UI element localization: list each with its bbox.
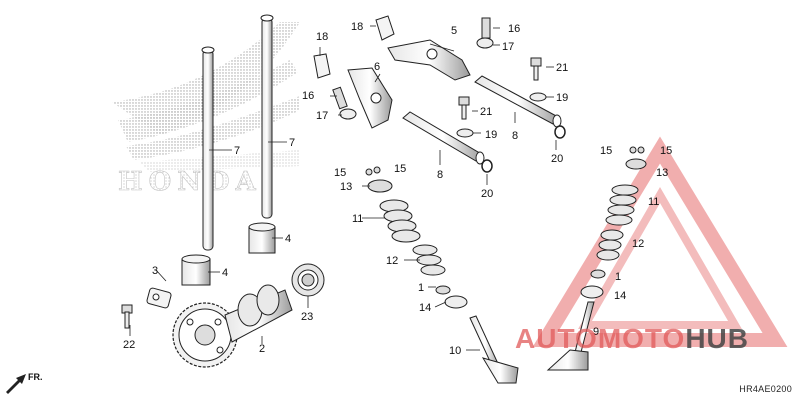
leader-lines bbox=[129, 25, 557, 351]
adjust-screw-upper bbox=[481, 17, 491, 39]
plate-18-lower bbox=[313, 53, 331, 79]
valve-spring-assembly-left bbox=[365, 166, 468, 309]
callout-9: 9 bbox=[593, 326, 599, 338]
callout-labels: 1 1 2 3 4 4 5 6 7 7 8 8 9 10 11 11 12 12… bbox=[123, 21, 672, 357]
callout-18: 18 bbox=[351, 21, 363, 33]
callout-3: 3 bbox=[152, 265, 158, 277]
callout-8: 8 bbox=[512, 130, 518, 142]
automotohub-wordmark: AUTOMOTOHUB bbox=[515, 323, 749, 354]
bolt-21-upper bbox=[530, 57, 542, 81]
callout-10: 10 bbox=[449, 345, 461, 357]
push-rod-right bbox=[260, 14, 274, 219]
callout-13: 13 bbox=[340, 181, 352, 193]
callout-15: 15 bbox=[334, 167, 346, 179]
cam-bracket bbox=[146, 287, 172, 309]
rocker-shaft-upper bbox=[474, 75, 562, 128]
callout-19: 19 bbox=[556, 92, 568, 104]
callout-1: 1 bbox=[418, 282, 424, 294]
lock-nut-lower bbox=[339, 108, 357, 120]
valve-lifter-lower bbox=[181, 254, 211, 286]
callout-17: 17 bbox=[502, 41, 514, 53]
callout-23: 23 bbox=[301, 311, 313, 323]
callout-20: 20 bbox=[481, 188, 493, 200]
callout-12: 12 bbox=[386, 255, 398, 267]
lock-nut-upper bbox=[476, 37, 494, 49]
callout-15: 15 bbox=[394, 163, 406, 175]
callout-18: 18 bbox=[316, 31, 328, 43]
valve-intake bbox=[469, 315, 519, 384]
callout-6: 6 bbox=[374, 61, 380, 73]
callout-4: 4 bbox=[222, 267, 228, 279]
callout-17: 17 bbox=[316, 110, 328, 122]
callout-1: 1 bbox=[615, 271, 621, 283]
camshaft-bearing bbox=[291, 263, 325, 297]
callout-12: 12 bbox=[632, 238, 644, 250]
washer-upper bbox=[529, 92, 547, 102]
callout-8: 8 bbox=[437, 169, 443, 181]
callout-13: 13 bbox=[656, 167, 668, 179]
callout-14: 14 bbox=[614, 290, 626, 302]
camshaft-body bbox=[224, 284, 293, 343]
callout-15: 15 bbox=[600, 145, 612, 157]
callout-21: 21 bbox=[480, 106, 492, 118]
washer-lower bbox=[456, 128, 474, 138]
bolt-21-lower bbox=[458, 96, 470, 120]
rocker-arm-intake bbox=[347, 67, 393, 129]
camshaft-gear bbox=[172, 302, 238, 368]
callout-11: 11 bbox=[352, 213, 363, 225]
callout-19: 19 bbox=[485, 129, 497, 141]
rocker-arm-exhaust bbox=[387, 39, 471, 81]
valve-exhaust bbox=[546, 301, 595, 371]
valve-lifter-upper bbox=[248, 222, 276, 254]
adjust-screw-lower bbox=[332, 86, 348, 110]
o-ring-upper bbox=[554, 125, 566, 139]
callout-2: 2 bbox=[259, 343, 265, 355]
diagram-code: HR4AE0200 bbox=[739, 384, 792, 394]
rocker-shaft-lower bbox=[402, 111, 485, 165]
callout-16: 16 bbox=[508, 23, 520, 35]
plate-18-upper bbox=[375, 15, 395, 41]
callout-20: 20 bbox=[551, 153, 563, 165]
callout-16: 16 bbox=[302, 90, 314, 102]
callout-7: 7 bbox=[234, 145, 240, 157]
bolt-22 bbox=[121, 304, 133, 329]
honda-wordmark: HONDA bbox=[118, 167, 262, 197]
front-direction-label: FR. bbox=[28, 372, 43, 382]
callout-22: 22 bbox=[123, 339, 135, 351]
front-direction-arrow-icon bbox=[6, 374, 26, 394]
push-rod-left bbox=[201, 46, 215, 251]
callout-4: 4 bbox=[285, 233, 291, 245]
callout-7: 7 bbox=[289, 137, 295, 149]
callout-15: 15 bbox=[660, 145, 672, 157]
valve-spring-assembly-right bbox=[580, 146, 647, 299]
callout-11: 11 bbox=[648, 196, 659, 208]
callout-14: 14 bbox=[419, 302, 431, 314]
callout-21: 21 bbox=[556, 62, 568, 74]
svg-text:AUTOMOTOHUB: AUTOMOTOHUB bbox=[515, 323, 749, 354]
o-ring-lower bbox=[481, 159, 493, 173]
callout-5: 5 bbox=[451, 25, 457, 37]
